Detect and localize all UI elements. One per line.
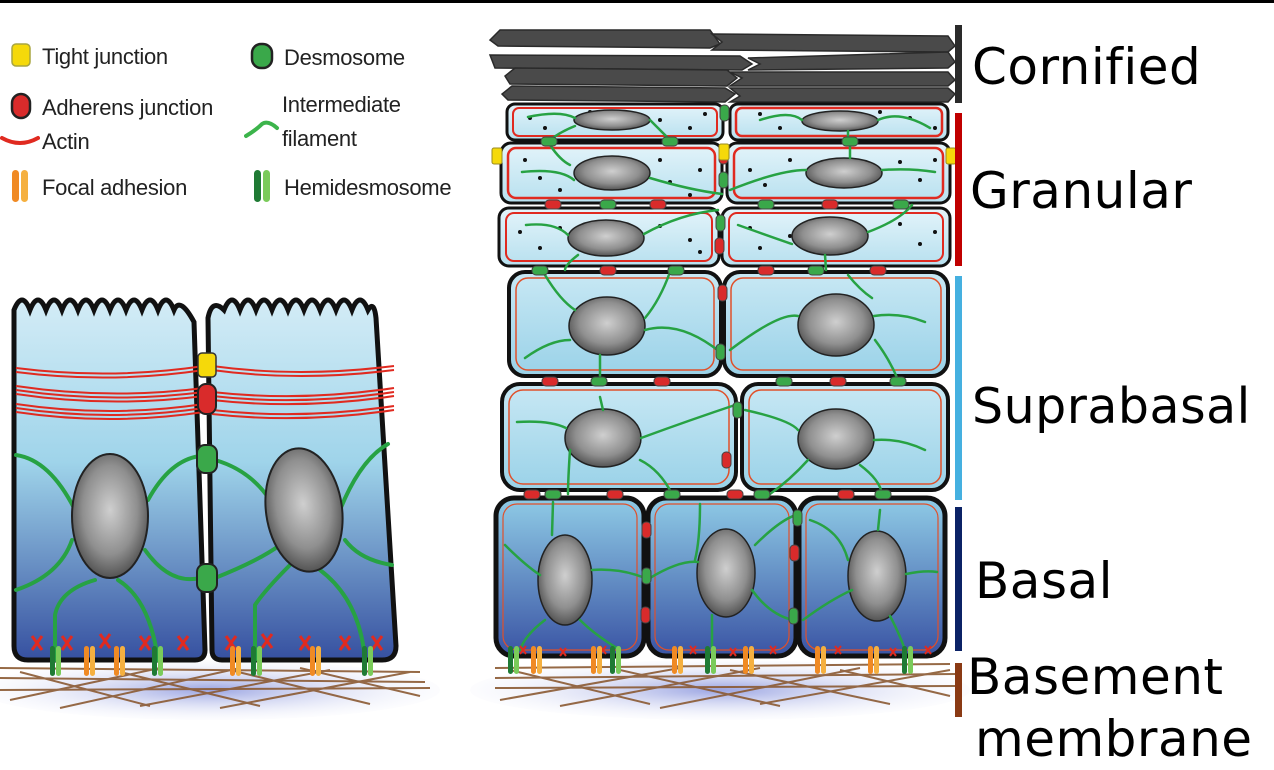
nucleus [71,453,149,579]
tight-junction-icon [10,42,32,72]
simple-epithelium [0,297,440,720]
top-border [0,0,1274,3]
legend-label: Intermediate filament [282,92,401,151]
basal-bar [955,507,962,651]
legend-label: Tight junction [42,44,168,69]
cortical-actin [30,633,384,651]
hemidesmosome-icon [252,168,274,208]
legend-item-tight-junction: Tight junction [10,42,168,72]
intermediate-filaments [503,112,939,652]
legend-label: Hemidesmosome [284,175,452,200]
suprabasal-bar [955,276,962,500]
tight-junction [491,147,503,165]
basement-matrix [470,660,970,720]
legend-item-hemidesmosome: Hemidesmosome [252,168,452,208]
desmosome [196,444,218,474]
layer-label-basement: Basement [967,648,1224,706]
legend-item-desmosome: Desmosome [250,42,405,74]
layer-label-basal: Basal [975,552,1114,610]
basal-adhesions [508,645,932,674]
suprabasal-layer [500,270,950,492]
legend-item-intermediate-filament: Intermediate filament [244,88,401,156]
cornified-layer [488,29,957,103]
granular-layer [497,102,952,268]
layer-label-cornified: Cornified [972,38,1202,96]
legend-label: Desmosome [284,45,405,70]
tight-junction [718,143,730,161]
legend-label: Adherens junction [42,95,214,120]
cornified-bar [955,25,962,103]
legend-label: Focal adhesion [42,175,188,200]
desmosome [196,563,218,593]
legend: Tight junction Adherens junction Actin F… [0,30,470,210]
tight-junction [197,352,217,378]
adherens-junction-icon [10,92,32,124]
adherens-junction [197,383,217,415]
basal-adhesions [50,646,373,676]
epidermal-junctions [523,104,910,625]
basal-layer [493,495,948,659]
layer-label-membrane: membrane [975,710,1253,768]
legend-item-actin: Actin [0,128,90,156]
layer-label-suprabasal: Suprabasal [972,378,1251,435]
layer-label-granular: Granular [970,162,1193,220]
legend-item-focal-adhesion: Focal adhesion [10,168,187,208]
intermediate-filament-icon [244,100,280,144]
legend-item-adherens-junction: Adherens junction [10,92,213,124]
actin-icon [0,128,40,156]
actin-bands [15,365,395,420]
nucleus [264,447,344,573]
desmosome-icon [250,42,274,74]
basement-fibers [494,663,956,709]
stratified-epidermis [470,29,970,720]
legend-label: Actin [42,129,90,154]
granular-bar [955,113,962,266]
focal-adhesion-icon [10,168,32,208]
basement-membrane-bar [955,663,962,717]
